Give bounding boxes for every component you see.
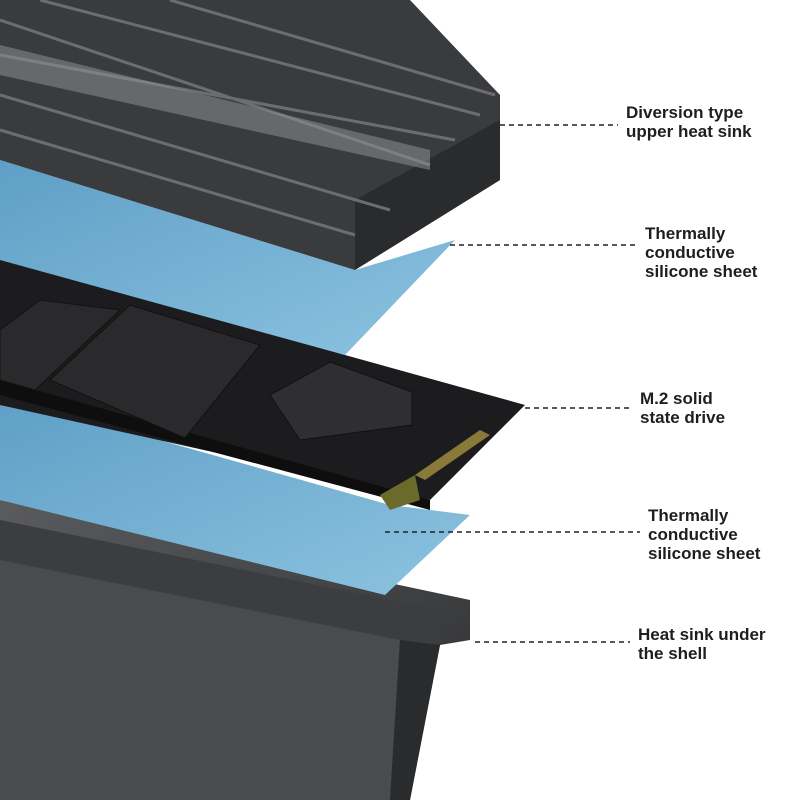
label-lower-heat-sink: Heat sink under the shell	[638, 625, 766, 663]
label-line: Heat sink under	[638, 625, 766, 644]
leader-lines	[385, 124, 640, 643]
label-line: Diversion type	[626, 103, 744, 122]
lower-silicone-sheet	[0, 395, 470, 595]
label-line: silicone sheet	[648, 544, 761, 563]
upper-heat-sink	[0, 0, 500, 270]
label-line: Thermally	[645, 224, 726, 243]
label-line: M.2 solid	[640, 389, 713, 408]
label-lower-silicone-sheet: Thermally conductive silicone sheet	[648, 506, 760, 563]
label-line: conductive	[645, 243, 735, 262]
label-upper-heat-sink: Diversion type upper heat sink	[626, 103, 752, 141]
label-line: Thermally	[648, 506, 729, 525]
label-ssd: M.2 solid state drive	[640, 389, 725, 427]
label-line: upper heat sink	[626, 122, 752, 141]
label-upper-silicone-sheet: Thermally conductive silicone sheet	[645, 224, 757, 281]
label-line: the shell	[638, 644, 707, 663]
upper-silicone-sheet	[0, 160, 455, 355]
label-line: silicone sheet	[645, 262, 758, 281]
label-line: state drive	[640, 408, 726, 427]
m2-ssd	[0, 255, 525, 510]
label-line: conductive	[648, 525, 738, 544]
